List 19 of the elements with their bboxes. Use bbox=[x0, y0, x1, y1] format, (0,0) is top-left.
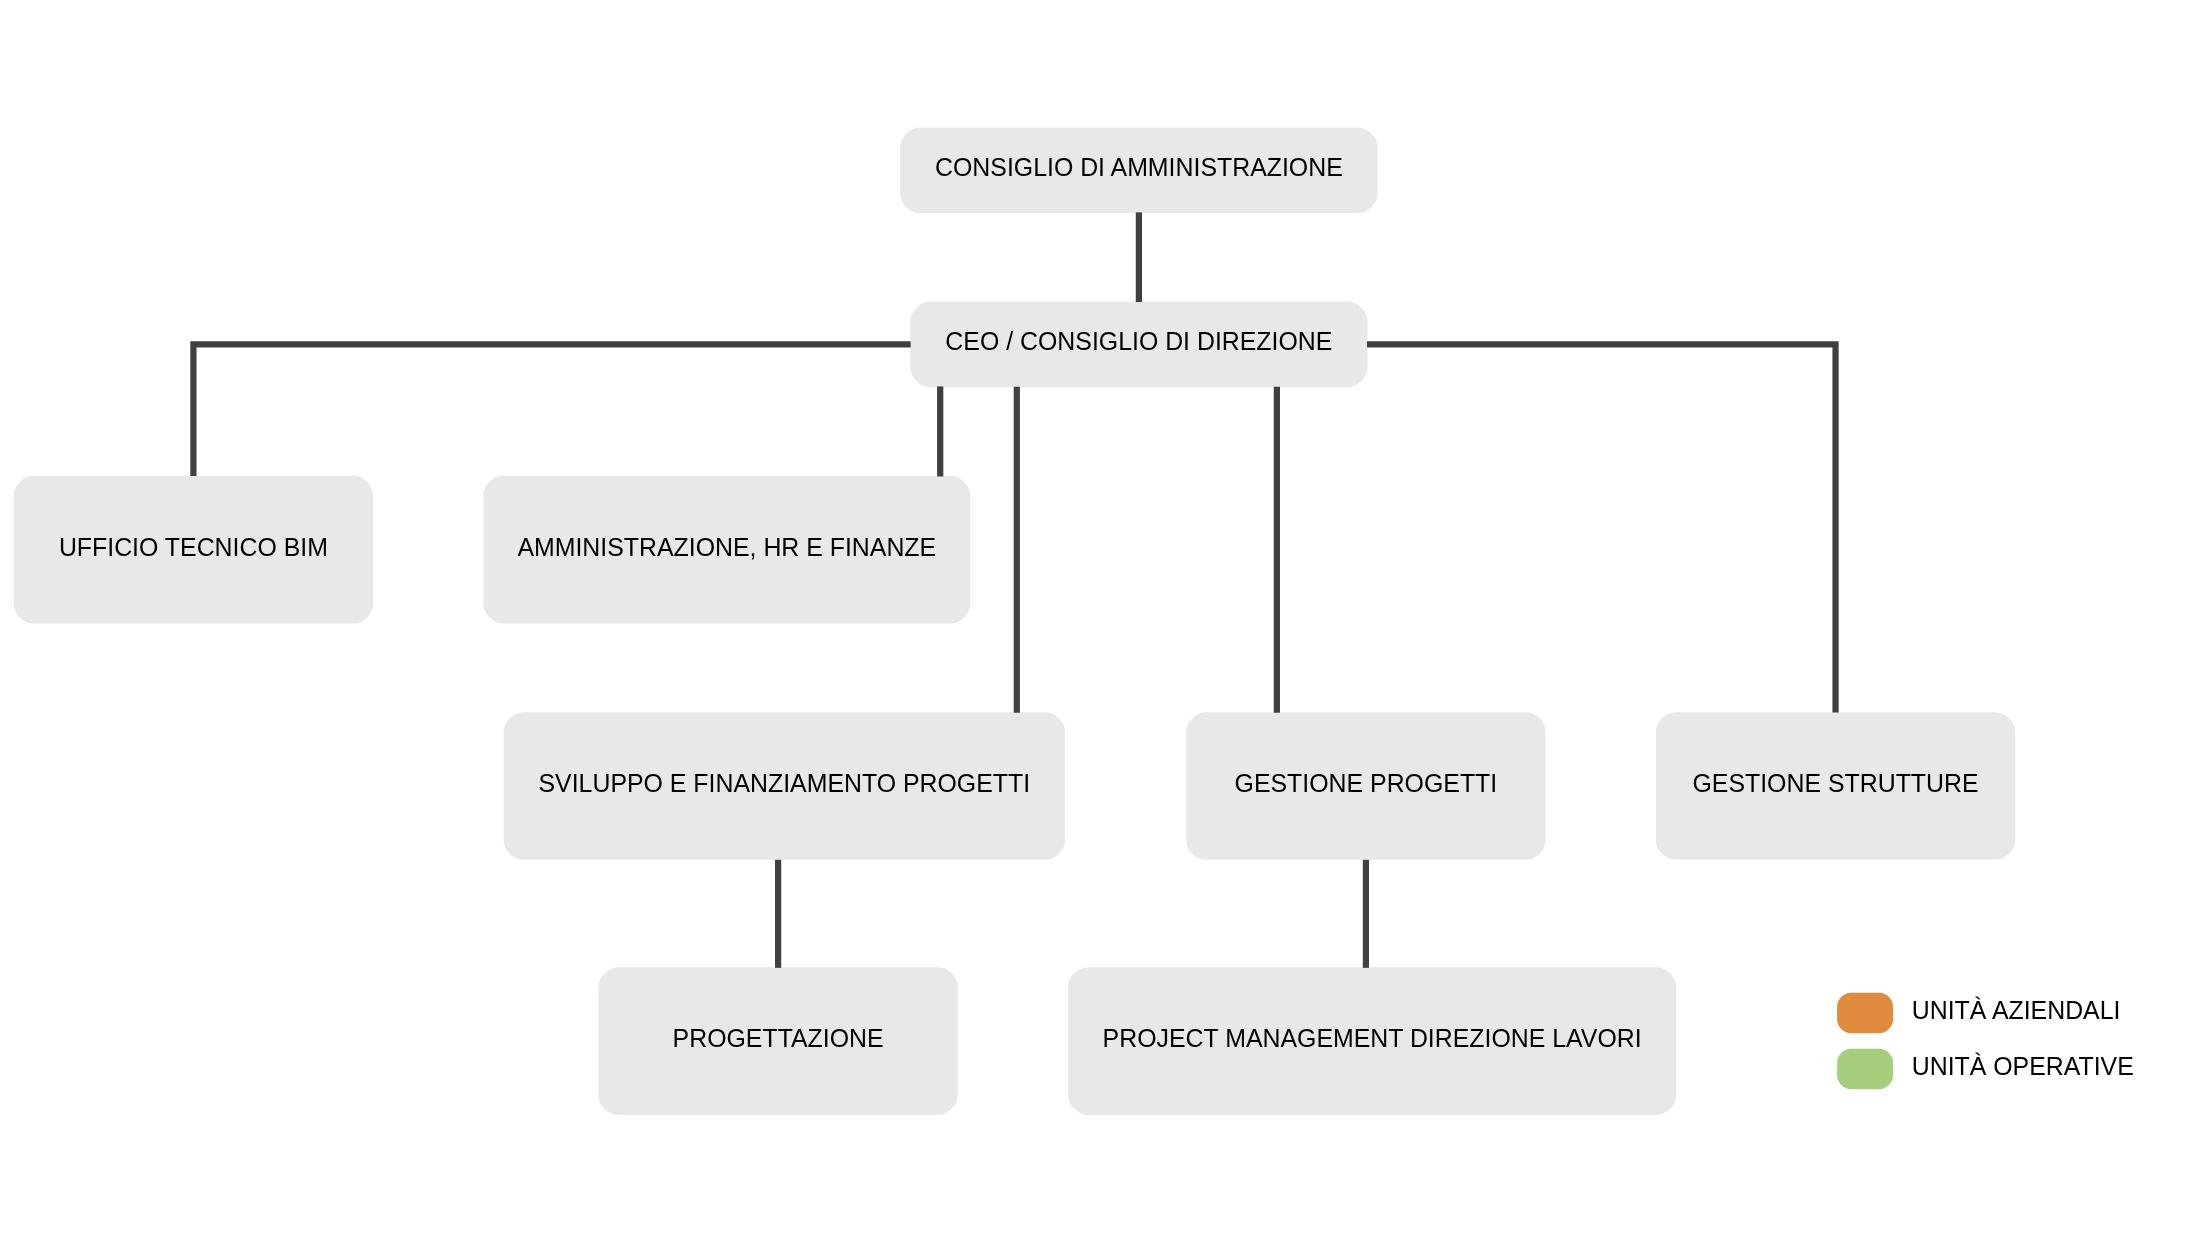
connector bbox=[190, 340, 911, 476]
node-box: UFFICIO TECNICO BIM bbox=[13, 475, 373, 623]
node-box: AMMINISTRAZIONE, HR E FINANZE bbox=[483, 475, 971, 623]
node-box: PROGETTAZIONE bbox=[598, 966, 958, 1115]
connector bbox=[775, 859, 782, 968]
connector bbox=[1362, 859, 1369, 968]
connector bbox=[937, 385, 944, 476]
connector bbox=[1013, 386, 1020, 713]
legend-label: UNITÀ AZIENDALI bbox=[1911, 995, 2121, 1024]
connector bbox=[1135, 211, 1142, 302]
node-box: SVILUPPO E FINANZIAMENTO PROGETTI bbox=[503, 711, 1065, 860]
node-box: PROJECT MANAGEMENT DIREZIONE LAVORI bbox=[1068, 966, 1677, 1115]
connector bbox=[1273, 386, 1280, 713]
node-box: CEO / CONSIGLIO DI DIREZIONE bbox=[910, 301, 1368, 387]
node-box: CONSIGLIO DI AMMINISTRAZIONE bbox=[900, 126, 1378, 213]
node-box: GESTIONE PROGETTI bbox=[1186, 711, 1546, 860]
node-box: GESTIONE STRUTTURE bbox=[1655, 711, 2016, 860]
legend-label: UNITÀ OPERATIVE bbox=[1911, 1051, 2134, 1080]
connector bbox=[1367, 340, 1839, 713]
